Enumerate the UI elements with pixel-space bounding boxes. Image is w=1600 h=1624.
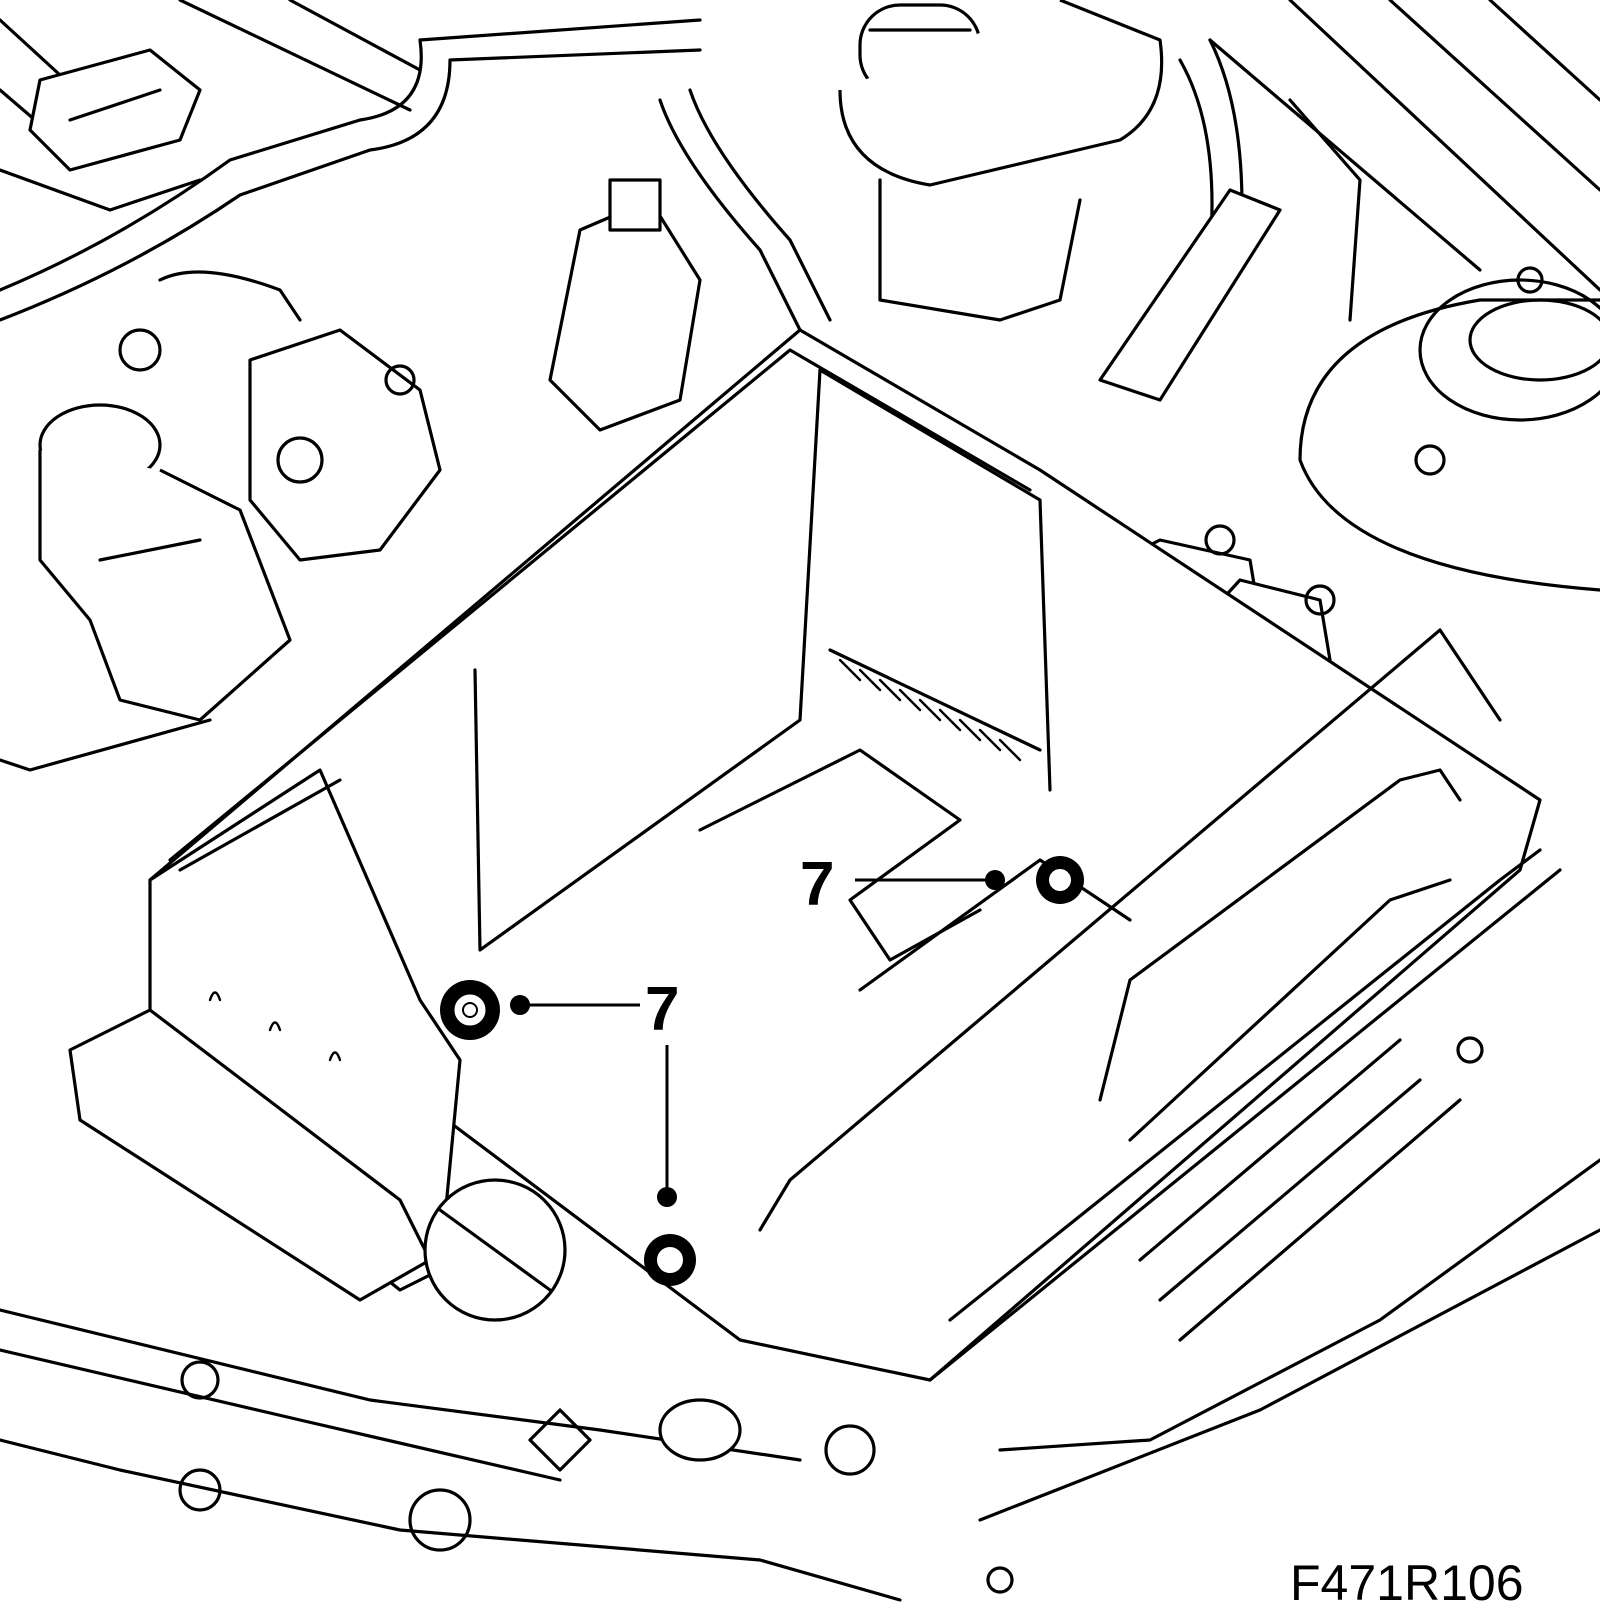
figure-code: F471R106 [1290, 1555, 1524, 1611]
callout-1-label: 7 [800, 850, 834, 919]
left-fluid-reservoir [0, 403, 292, 772]
strut-tower [1298, 266, 1600, 592]
left-module-box [68, 768, 462, 1302]
front-panel [0, 1036, 1600, 1602]
washer-cap [423, 1178, 567, 1322]
callout-3 [657, 1045, 677, 1207]
battery-tray [148, 328, 1562, 1382]
pump-assembly [118, 270, 442, 562]
hood-hatching [1208, 0, 1600, 292]
callout-2-label: 7 [645, 975, 679, 1044]
wiring-harness [0, 18, 1362, 402]
bolt-middle-left [440, 980, 500, 1040]
connector-module [548, 178, 702, 432]
bolt-upper-right [1036, 856, 1084, 904]
bolt-lower [644, 1234, 696, 1286]
callout-1: 7 [800, 850, 1005, 919]
callout-2: 7 [510, 975, 679, 1044]
coolant-reservoir [838, 0, 1164, 322]
oil-filler-cap [0, 48, 202, 212]
